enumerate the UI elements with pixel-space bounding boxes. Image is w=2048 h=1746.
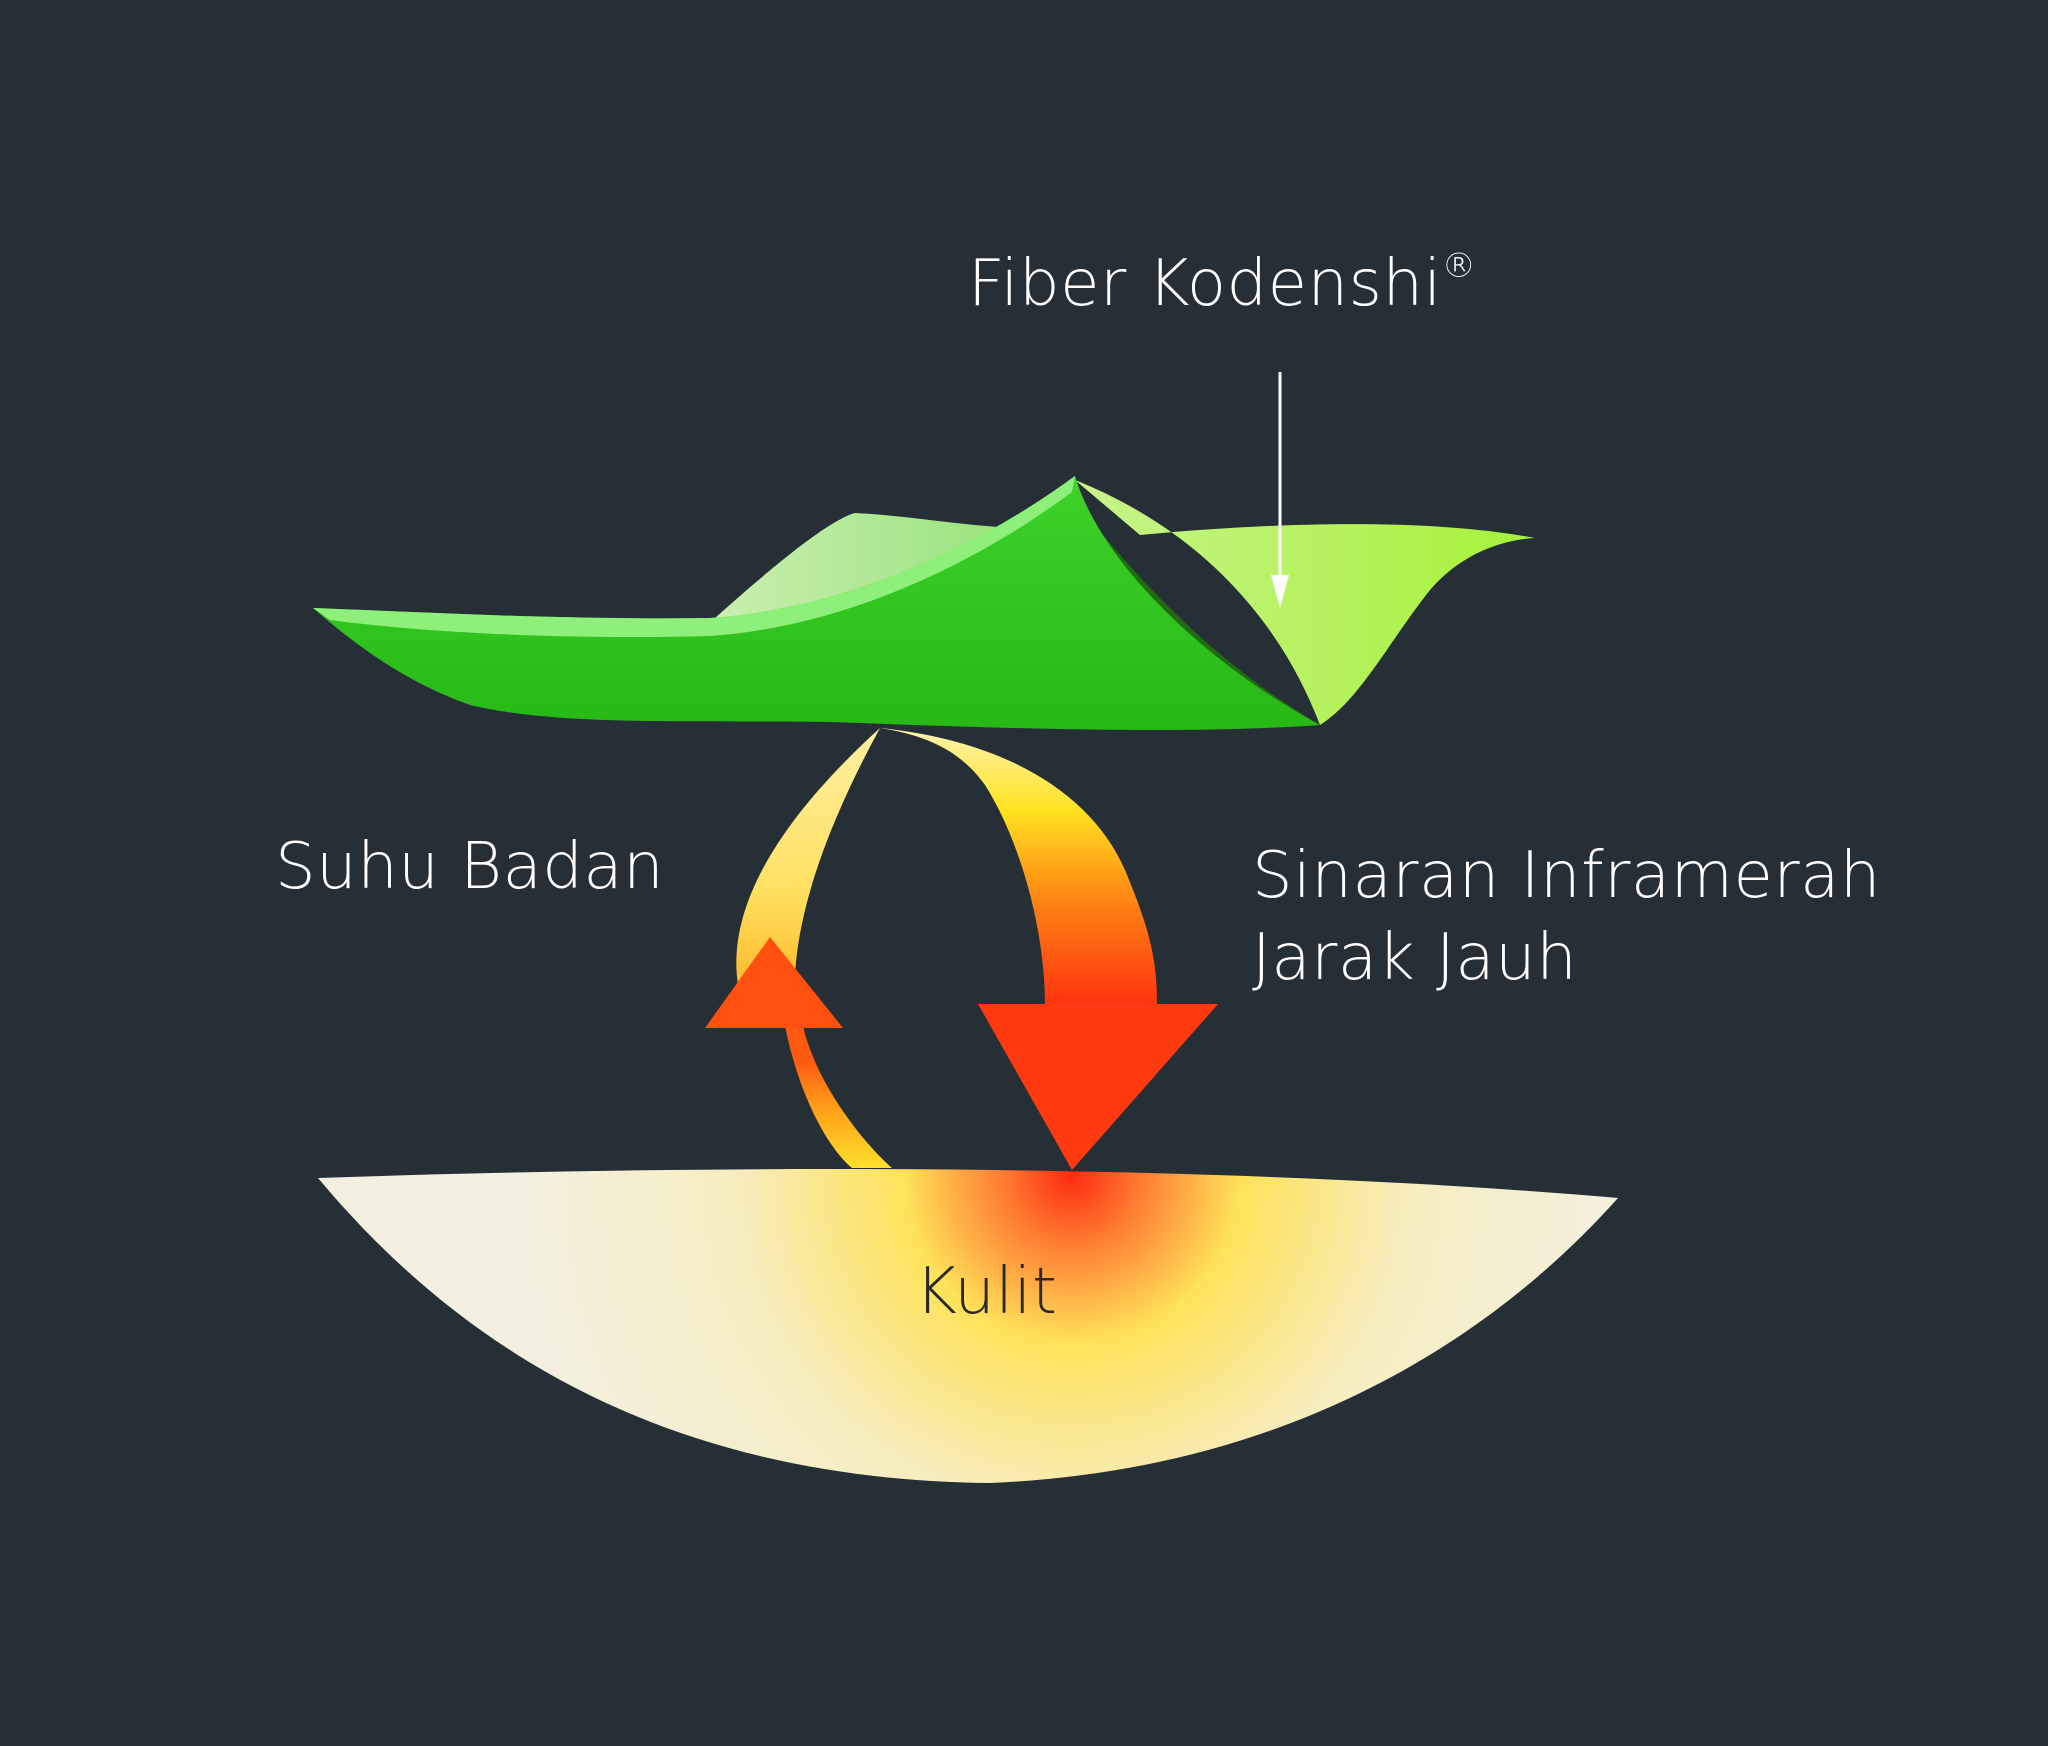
left-arrow-lower	[785, 1026, 892, 1168]
registered-mark: ®	[1441, 246, 1477, 286]
far-infrared-label-line1: Sinaran Inframerah	[1252, 839, 1881, 913]
fiber-highlight-edge	[313, 476, 1075, 638]
skin-label: Kulit	[915, 1255, 1058, 1329]
right-arrow-head	[978, 1004, 1218, 1170]
far-infrared-label-line2: Jarak Jauh	[1252, 921, 1578, 995]
fiber-label: Fiber Kodenshi®	[968, 249, 1476, 316]
left-arrow-stem	[736, 728, 880, 1005]
skin-shape	[318, 1169, 1618, 1483]
right-arrow-stem	[880, 728, 1157, 1004]
far-infrared-label: Sinaran Inframerah Jarak Jauh	[1252, 835, 1881, 999]
fiber-right-section	[1075, 480, 1535, 725]
left-arrow-head	[705, 937, 843, 1028]
body-temperature-label: Suhu Badan	[275, 830, 665, 904]
pointer-arrowhead	[1271, 575, 1289, 608]
fiber-label-text: Fiber Kodenshi	[968, 247, 1442, 321]
